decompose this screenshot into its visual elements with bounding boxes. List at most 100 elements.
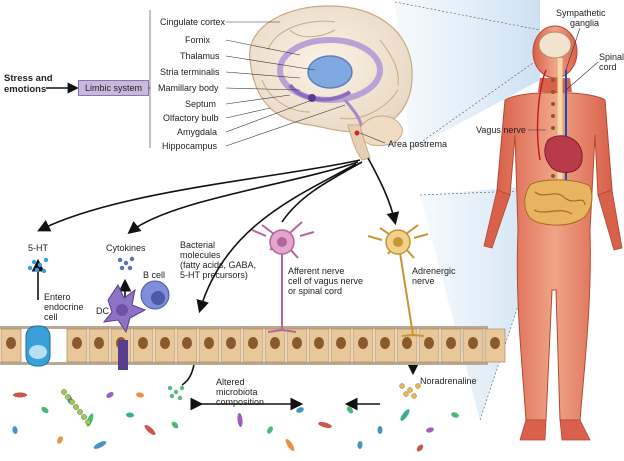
bacterial-molecules-label-3: (fatty acids, GABA, xyxy=(180,260,257,270)
brain-label: Olfactory bulb xyxy=(163,113,219,123)
noradrenaline-label: Noradrenaline xyxy=(420,376,477,386)
area-postrema-label: Area postrema xyxy=(388,139,448,149)
afferent-nerve-label-2: cell of vagus nerve xyxy=(288,276,364,286)
signal-arrows xyxy=(31,157,420,411)
afferent-nerve-label-3: or spinal cord xyxy=(288,286,343,296)
epithelial-nucleus xyxy=(314,337,324,349)
epithelial-nucleus xyxy=(468,337,478,349)
intestinal-epithelium xyxy=(0,326,488,365)
bacterium xyxy=(267,426,273,434)
altered-microbiota-label-3: composition xyxy=(216,397,265,407)
adrenergic-nerve-label-1: Adrenergic xyxy=(412,266,456,276)
microbiota xyxy=(12,389,459,452)
bacterium xyxy=(41,406,49,414)
sympathetic-ganglia-label-line1: Sympathetic xyxy=(556,8,606,18)
chain-bacterium-segment xyxy=(61,389,67,395)
bacterium xyxy=(426,427,434,433)
bacterium xyxy=(126,412,134,418)
bacterium xyxy=(13,392,27,398)
bacterial-molecule-dots xyxy=(167,385,185,401)
chain-bacterium-segment xyxy=(85,419,91,425)
epithelial-nucleus xyxy=(270,337,280,349)
bacterium xyxy=(318,421,332,429)
brain-label: Thalamus xyxy=(180,51,220,61)
bacterium xyxy=(357,441,363,449)
b-cell xyxy=(140,280,170,310)
epithelial-nucleus xyxy=(424,337,434,349)
spinal-cord-label-line1: Spinal xyxy=(599,52,624,62)
gut-zoom-beam xyxy=(420,185,545,420)
enteroendocrine-cell xyxy=(25,325,51,367)
chain-bacterium-segment xyxy=(77,409,83,415)
entero-label-2: endocrine xyxy=(44,302,84,312)
bacterium xyxy=(346,406,354,414)
brain-label: Mamillary body xyxy=(158,83,219,93)
epithelial-nucleus xyxy=(336,337,346,349)
bacterium xyxy=(296,407,304,413)
spinal-cord-label-line2: cord xyxy=(599,62,617,72)
epithelial-nucleus xyxy=(226,337,236,349)
bacterium xyxy=(285,438,295,452)
epithelial-nucleus xyxy=(204,337,214,349)
epithelial-nucleus xyxy=(248,337,258,349)
chain-bacterium-segment xyxy=(69,399,75,405)
sympathetic-ganglia-label-line2: ganglia xyxy=(570,18,600,28)
brain-label: Cingulate cortex xyxy=(160,17,226,27)
serotonin-label: 5-HT xyxy=(28,243,48,253)
brain-zoom-beam xyxy=(395,0,540,150)
brain-label: Fornix xyxy=(185,35,211,45)
epithelial-nucleus xyxy=(446,337,456,349)
bacterium xyxy=(237,413,243,427)
serotonin-dots xyxy=(27,257,49,274)
vagus-nerve-label: Vagus nerve xyxy=(476,125,526,135)
bacterium xyxy=(416,444,424,452)
brain-illustration xyxy=(249,5,413,161)
bacterium xyxy=(57,436,63,444)
dc-label: DC xyxy=(96,306,109,316)
limbic-system-box: Limbic system xyxy=(78,80,150,96)
epithelial-nucleus xyxy=(402,337,412,349)
bacterial-molecules-label-4: 5-HT precursors) xyxy=(180,270,248,280)
afferent-nerve-label-1: Afferent nerve xyxy=(288,266,345,276)
epithelial-nucleus xyxy=(380,337,390,349)
entero-label-1: Entero xyxy=(44,292,71,302)
brain-label: Amygdala xyxy=(177,127,218,137)
stress-label-line2: emotions xyxy=(4,84,47,95)
brain-leader-lines xyxy=(149,10,386,148)
chain-bacterium-segment xyxy=(65,394,71,400)
bacterium xyxy=(400,409,410,421)
human-body-illustration xyxy=(483,25,623,441)
epithelial-nucleus xyxy=(6,337,16,349)
epithelial-nucleus xyxy=(72,337,82,349)
bacterium xyxy=(144,424,156,436)
cytokine-dots xyxy=(117,256,135,271)
epithelial-nucleus xyxy=(358,337,368,349)
adrenergic-nerve-label-2: nerve xyxy=(412,276,435,286)
bacterium xyxy=(93,441,107,449)
chain-bacterium-segment xyxy=(81,414,87,420)
bacterium xyxy=(136,392,144,398)
epithelial-nucleus xyxy=(94,337,104,349)
bacterium xyxy=(377,426,383,434)
brain-label: Stria terminalis xyxy=(160,67,220,77)
epithelial-nucleus xyxy=(160,337,170,349)
stress-label-line1: Stress and xyxy=(4,73,53,84)
epithelial-nucleus xyxy=(182,337,192,349)
brain-label: Hippocampus xyxy=(162,141,218,151)
bacterial-molecules-label-1: Bacterial xyxy=(180,240,216,250)
chain-bacterium-segment xyxy=(73,404,79,410)
bacterium xyxy=(451,412,459,418)
bacterium xyxy=(12,426,18,434)
b-cell-label: B cell xyxy=(143,270,166,280)
bacterium xyxy=(106,392,114,398)
brain-label: Septum xyxy=(185,99,217,109)
epithelial-nucleus xyxy=(490,337,500,349)
epithelial-nucleus xyxy=(138,337,148,349)
epithelial-nucleus xyxy=(292,337,302,349)
bacterium xyxy=(171,421,179,429)
noradrenaline-dots xyxy=(399,383,421,399)
entero-label-3: cell xyxy=(44,312,58,322)
bacterial-molecules-label-2: molecules xyxy=(180,250,221,260)
